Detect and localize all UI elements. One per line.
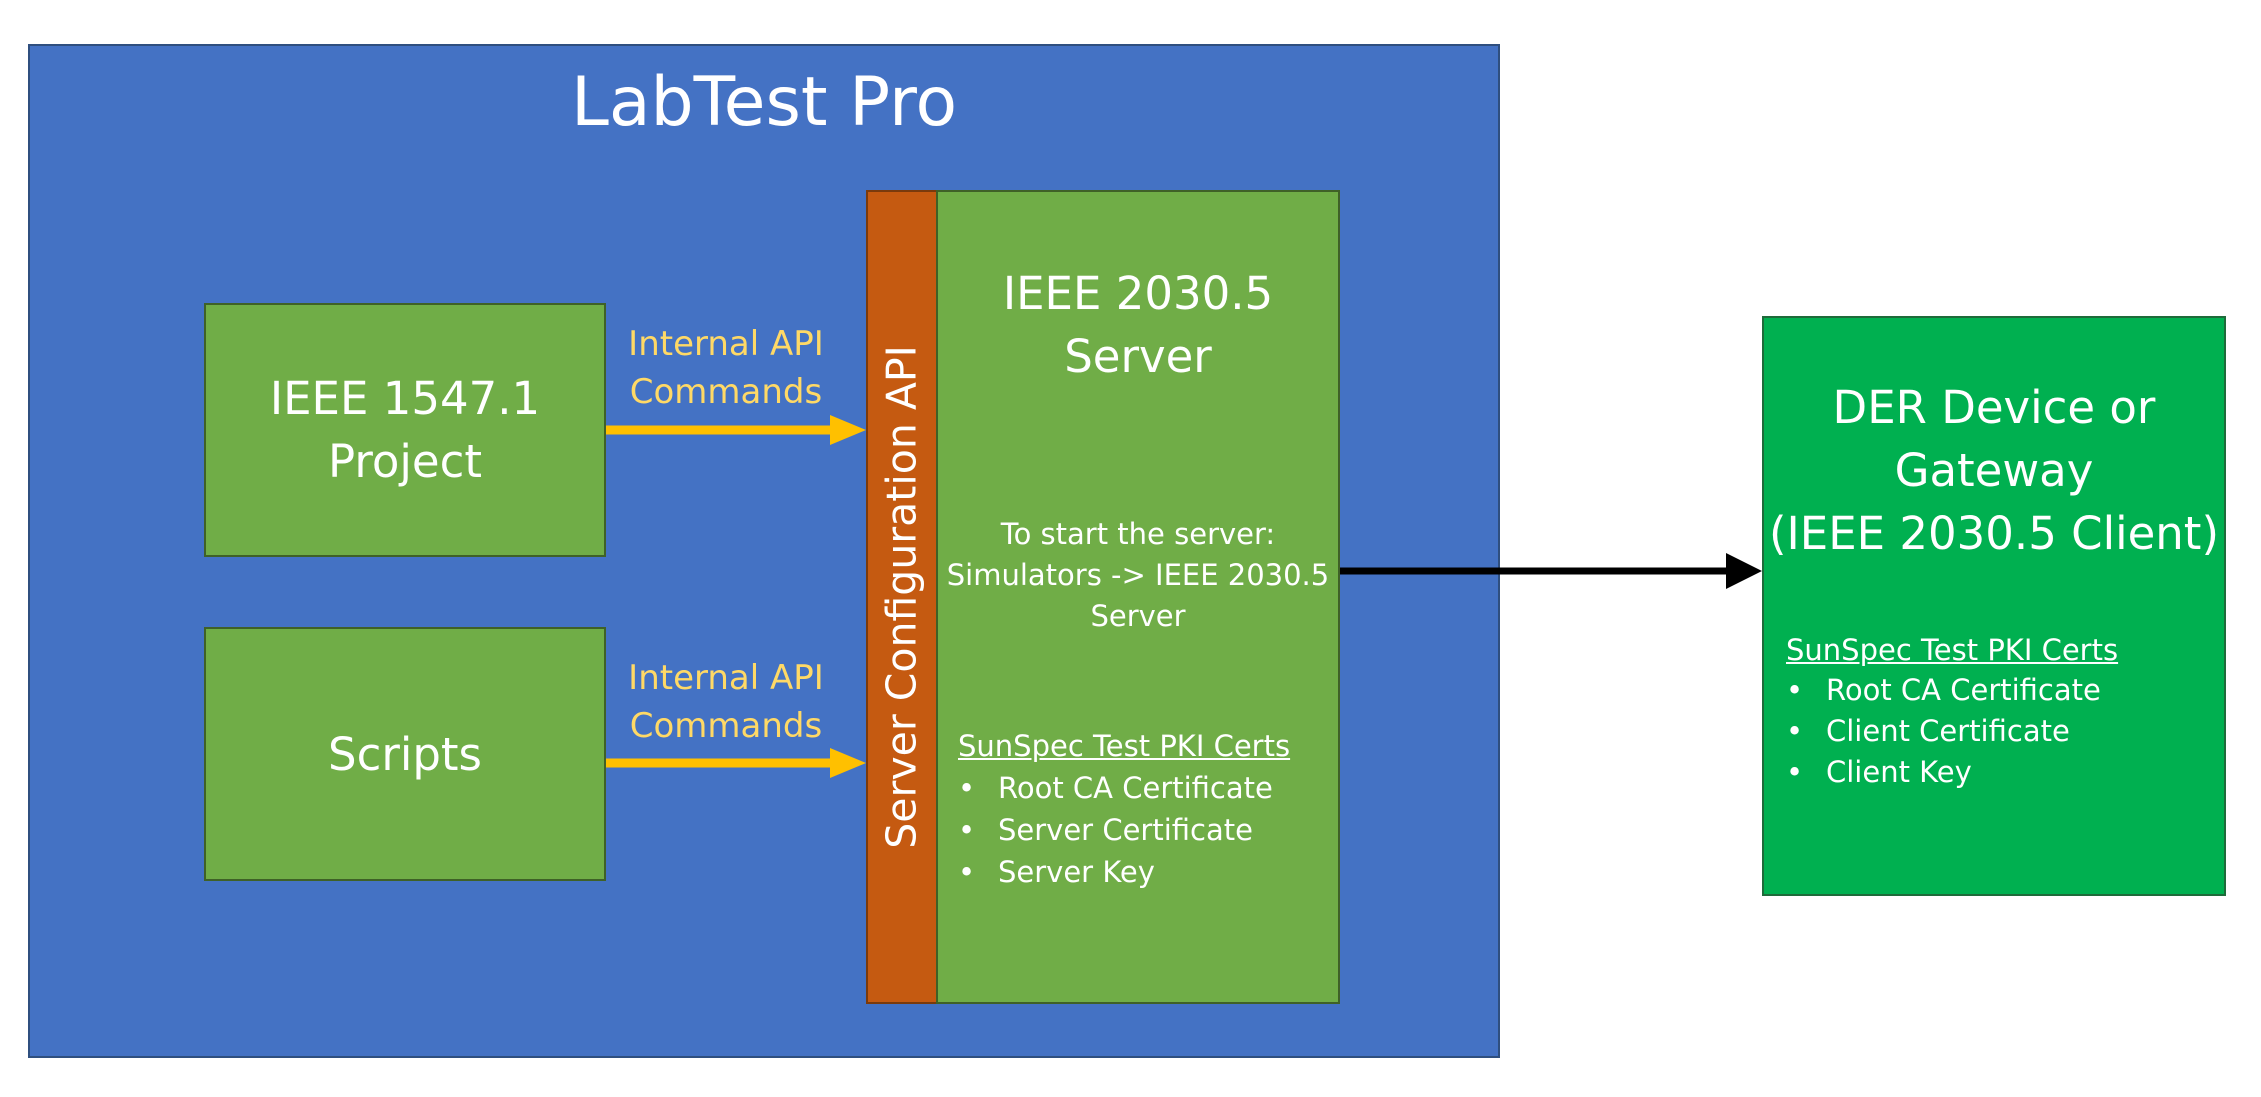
server-start-line2: Simulators -> IEEE 2030.5 (946, 558, 1330, 592)
bullet-icon: • (958, 855, 976, 889)
server-certs-heading: SunSpec Test PKI Certs (958, 729, 1291, 763)
server-cert-item: • Server Certificate (958, 810, 1253, 851)
der-cert-label: Root CA Certificate (1826, 673, 2101, 707)
der-device-gateway-box (1762, 316, 2226, 896)
bullet-icon: • (958, 771, 976, 805)
der-title: DER Device or Gateway (IEEE 2030.5 Clien… (1762, 376, 2226, 565)
server-start-line3: Server (1090, 599, 1186, 633)
der-cert-item: • Client Certificate (1786, 711, 2070, 752)
server-title-line2: Server (1064, 330, 1212, 383)
scripts-box: Scripts (204, 627, 606, 881)
project-label-line2: Project (328, 435, 482, 488)
ieee-2030-5-server-box (936, 190, 1340, 1004)
der-certs-heading: SunSpec Test PKI Certs (1786, 633, 2119, 667)
server-cert-item: • Root CA Certificate (958, 768, 1273, 809)
der-cert-label: Client Key (1826, 755, 1972, 789)
labtest-pro-title: LabTest Pro (570, 63, 958, 142)
arrow-head-scripts-to-api (830, 748, 866, 778)
server-cert-label: Root CA Certificate (998, 771, 1273, 805)
arrow-head-project-to-api (830, 415, 866, 445)
project-label-line1: IEEE 1547.1 (269, 372, 541, 425)
arrow-head-server-to-der (1726, 553, 1762, 589)
der-cert-label: Client Certificate (1826, 714, 2070, 748)
der-title-line1: DER Device or (1832, 381, 2156, 434)
der-title-line3: (IEEE 2030.5 Client) (1768, 507, 2220, 560)
api-bar-label-wrap: Server Configuration API (866, 190, 938, 1004)
internal-api-commands-label-top: Internal API Commands (608, 320, 844, 416)
cmd-label-line1: Internal API (628, 324, 824, 364)
server-configuration-api-label: Server Configuration API (878, 345, 926, 849)
bullet-icon: • (1786, 714, 1804, 748)
server-cert-label: Server Key (998, 855, 1155, 889)
bullet-icon: • (958, 813, 976, 847)
server-start-instructions: To start the server: Simulators -> IEEE … (936, 514, 1340, 637)
bullet-icon: • (1786, 673, 1804, 707)
internal-api-commands-label-bottom: Internal API Commands (608, 654, 844, 750)
server-title: IEEE 2030.5 Server (936, 262, 1340, 388)
server-cert-label: Server Certificate (998, 813, 1253, 847)
bullet-icon: • (1786, 755, 1804, 789)
ieee-1547-project-box: IEEE 1547.1 Project (204, 303, 606, 557)
server-title-line1: IEEE 2030.5 (1002, 267, 1274, 320)
server-cert-item: • Server Key (958, 852, 1155, 893)
cmd-label-line2: Commands (629, 372, 823, 412)
der-cert-item: • Client Key (1786, 752, 1972, 793)
server-start-line1: To start the server: (1000, 517, 1276, 551)
server-configuration-api-bar (866, 190, 938, 1004)
scripts-label: Scripts (328, 727, 482, 781)
der-cert-item: • Root CA Certificate (1786, 670, 2101, 711)
cmd-label-line2: Commands (629, 706, 823, 746)
cmd-label-line1: Internal API (628, 658, 824, 698)
der-title-line2: Gateway (1894, 444, 2094, 497)
